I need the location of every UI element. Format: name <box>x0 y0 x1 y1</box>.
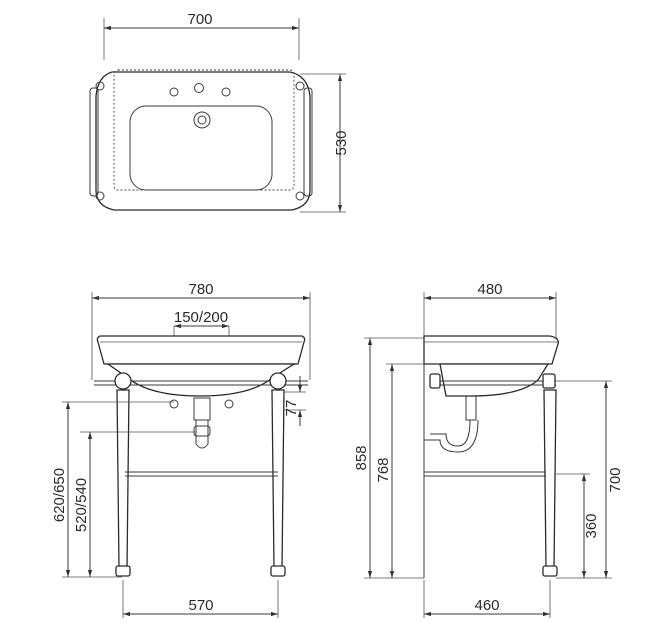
bowl-outline <box>129 105 273 191</box>
left-towel-rail <box>89 87 99 197</box>
front-view: 780 150/200 77 <box>51 281 311 618</box>
dimension-label-top-depth: 530 <box>333 130 350 155</box>
waste-right <box>224 399 234 409</box>
left-leg <box>116 389 130 569</box>
right-rail-bracket-lower <box>295 191 305 201</box>
plan-view: 700 530 <box>89 11 350 213</box>
dimension-label-frame-height: 700 <box>607 467 624 492</box>
right-towel-rail <box>303 87 313 197</box>
side-view: 480 858 768 360 <box>353 281 624 618</box>
dimension-label-side-depth: 480 <box>477 281 502 298</box>
basin-side-bowl <box>439 363 550 397</box>
dimension-label-total-height: 858 <box>353 445 370 470</box>
side-foot <box>542 565 558 577</box>
trap-bottle <box>195 420 209 449</box>
dimension-label-tap-spacing: 150/200 <box>174 309 228 326</box>
dimension-label-bracket-offset: 77 <box>283 400 300 417</box>
basin-front-bowl <box>105 363 297 397</box>
side-leg-top <box>542 373 556 389</box>
side-waste-pipe <box>465 396 477 421</box>
dimension-label-leg-depth: 460 <box>474 597 499 614</box>
tap-hole-left <box>169 87 179 97</box>
drain-inner <box>197 115 207 125</box>
right-foot <box>270 565 286 577</box>
basin-side-rim <box>423 335 559 365</box>
dimension-label-leg-span: 570 <box>188 597 213 614</box>
dimension-label-front-width: 780 <box>188 281 213 298</box>
dimension-label-rail-height: 360 <box>583 513 600 538</box>
trap-waste-pipe <box>193 397 211 421</box>
wall-bracket <box>429 373 441 389</box>
basin-top-outline <box>95 71 311 211</box>
tap-hole-center <box>194 83 204 93</box>
dimension-label-trap-height: 520/540 <box>73 478 90 532</box>
tap-hole-right <box>221 87 231 97</box>
left-foot <box>115 565 131 577</box>
basin-front-rim <box>96 335 306 365</box>
left-bracket-knob <box>114 372 132 390</box>
waste-left <box>169 399 179 409</box>
dimension-label-outlet-height: 620/650 <box>51 468 68 522</box>
side-leg <box>543 389 557 569</box>
right-rail-bracket <box>295 81 305 91</box>
dimension-label-top-width: 700 <box>187 11 212 28</box>
frame-outline-dotted <box>113 69 295 191</box>
dimension-label-rim-height: 768 <box>375 457 392 482</box>
right-bracket-knob <box>269 372 287 390</box>
trap-nut <box>193 425 211 437</box>
drain-outer <box>193 111 211 129</box>
left-rail-bracket <box>95 81 105 91</box>
side-trap <box>430 419 471 447</box>
left-rail-bracket-lower <box>95 191 105 201</box>
